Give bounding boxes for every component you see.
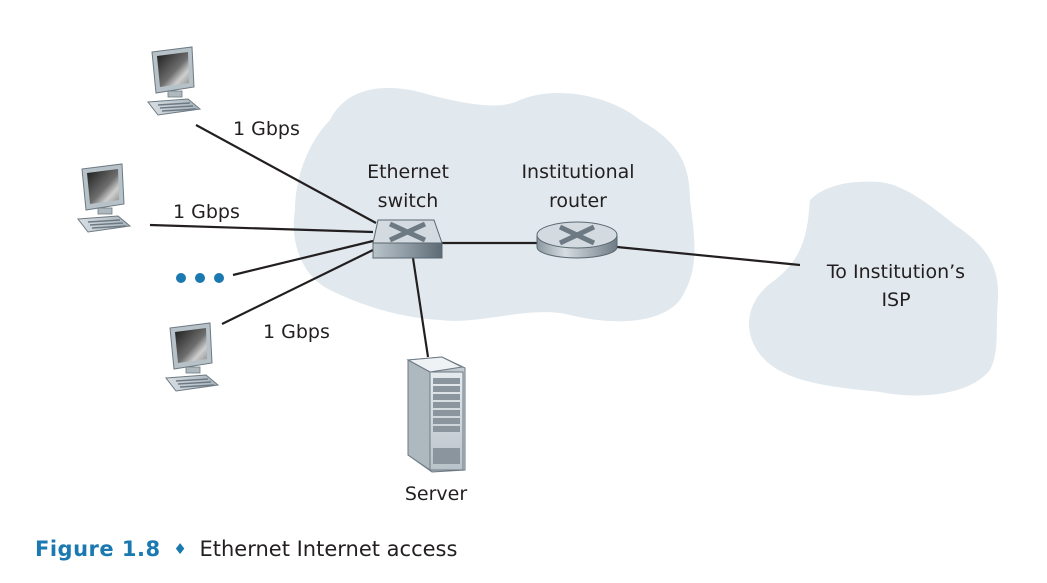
ethernet-switch-icon — [372, 219, 443, 259]
links — [149, 124, 801, 358]
figure-title: Ethernet Internet access — [199, 537, 458, 561]
switch-label-line2: switch — [378, 190, 439, 212]
isp-cloud — [748, 181, 999, 396]
link-host2-switch — [149, 223, 374, 234]
isp-label-line2: ISP — [881, 289, 910, 311]
ellipsis-icon — [176, 273, 224, 283]
router-icon — [536, 221, 618, 259]
link-label-host2: 1 Gbps — [173, 201, 240, 223]
isp-label-line1: To Institution’s — [826, 261, 965, 283]
link-host3-switch — [221, 249, 374, 325]
link-label-host1: 1 Gbps — [233, 118, 300, 140]
switch-label-line1: Ethernet — [367, 161, 449, 183]
desktop-computer-icon — [165, 322, 220, 392]
diamond-separator-icon: ♦ — [173, 540, 187, 558]
link-switch-server — [411, 257, 430, 358]
router-label-line2: router — [549, 190, 607, 212]
figure-caption: Figure 1.8 ♦ Ethernet Internet access — [35, 537, 457, 561]
server-label: Server — [405, 483, 467, 505]
desktop-computer-icon — [147, 46, 202, 116]
link-label-host3: 1 Gbps — [263, 321, 330, 343]
link-more-hosts-switch — [232, 239, 374, 277]
figure-number: Figure 1.8 — [35, 537, 161, 561]
link-router-isp — [616, 245, 801, 267]
server-icon — [406, 356, 466, 473]
router-label-line1: Institutional — [521, 161, 634, 183]
institutional-network-cloud — [293, 87, 695, 322]
desktop-computer-icon — [77, 163, 132, 233]
link-host1-switch — [195, 124, 377, 224]
